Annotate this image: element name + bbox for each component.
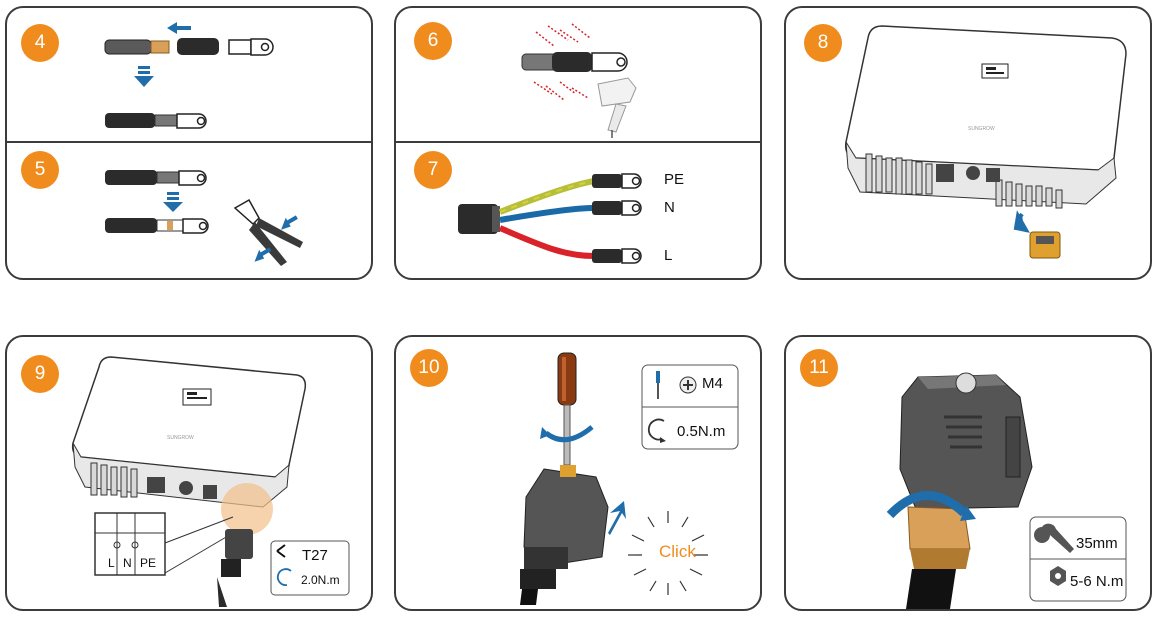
wrench-icon [1034,523,1074,553]
spec-box [641,364,739,450]
inverter-connector-install-illustration: SUNGROW [71,356,350,607]
terminal-block [94,512,166,576]
screw-tightening-illustration [520,352,739,605]
heat-sink-fins [90,462,138,498]
wire-label-pe: PE [664,171,685,188]
heat-sink-fins [865,153,1063,209]
assembled-cable-4 [105,113,207,129]
ports [936,164,1000,182]
terminal-label-n: N [123,556,132,570]
heat-shrink-and-wiring-illustration [458,23,642,264]
heat-shrink-sleeve [177,38,219,55]
ac-connector [520,465,609,605]
torque-value-label: 5-6 N.m [1070,573,1124,590]
arrow-down-icon [134,66,154,87]
phillips-screw-icon [679,376,697,394]
wire-l [498,225,595,259]
tool-size-label: T27 [302,547,328,564]
cable-gland-tightening-illustration [886,372,1127,609]
crimp-tool-icon [233,198,303,266]
step-badge-4: 4 [21,24,59,62]
step-badge-8: 8 [804,24,842,62]
cable-with-lug-6 [521,52,628,72]
cable-lug [228,38,274,56]
click-label: Click [659,542,696,561]
wire-label-n: N [664,199,675,216]
step-badge-11: 11 [800,349,838,387]
wrench-size-label: 35mm [1076,535,1118,552]
hex-nut-icon [1050,566,1066,586]
stripping-crimping-illustration [104,22,303,266]
rotate-arrow-icon [886,491,968,519]
panel-step-8: 8 SUNGROW [784,6,1152,280]
step-badge-9: 9 [21,355,59,393]
panel-step-11: 11 35mm 5-6 N. [784,335,1152,611]
click-burst [628,511,708,595]
svg-text:SUNGROW: SUNGROW [167,435,194,441]
panel-steps-4-5: 4 5 [5,6,373,280]
arrow-up-icon [608,501,626,535]
svg-text:SUNGROW: SUNGROW [968,126,995,132]
heat-gun-icon [597,77,637,138]
arrow-down-icon [163,192,183,212]
highlight-zone [221,483,273,535]
stripped-cable [104,39,170,55]
ac-connector [1029,231,1061,259]
arrow-left-icon [167,22,191,34]
panel-divider [7,141,371,143]
lug-pe [592,173,642,189]
torque-value-label: 0.5N.m [677,423,726,440]
step-badge-5: 5 [21,151,59,189]
ports [147,477,217,499]
rotate-arrow-icon [544,425,594,443]
ac-connector-with-cable [217,529,253,607]
screw-size-label: M4 [702,375,723,392]
wire-label-l: L [664,247,673,264]
heat-lines [533,23,591,101]
ac-connector [899,372,1033,510]
terminal-label-pe: PE [140,556,157,570]
panel-steps-6-7: 6 7 [394,6,762,280]
lug-l [592,248,642,264]
lug-n [592,200,642,216]
torx-icon [276,544,286,558]
step-badge-6: 6 [414,22,452,60]
torque-icon [276,568,292,586]
cable-with-lug-5b [105,218,209,234]
torque-value-label: 2.0N.m [301,573,340,587]
torque-icon [647,418,666,443]
step-badge-7: 7 [414,151,452,189]
inverter-connector-removal-illustration: SUNGROW [844,25,1127,259]
terminal-label-l: L [108,556,115,570]
screwdriver-mini-icon [656,371,660,399]
screwdriver-icon [557,352,577,466]
spec-box [270,540,350,596]
panel-step-10: 10 [394,335,762,611]
panel-divider [396,141,760,143]
step-badge-10: 10 [410,349,448,387]
panel-step-9: 9 SUNGROW [5,335,373,611]
cable-gland [906,506,971,609]
wire-n [499,205,595,223]
arrow-down-icon [1013,210,1030,233]
multicore-cable [458,204,500,234]
cable-with-lug-5a [105,170,207,186]
